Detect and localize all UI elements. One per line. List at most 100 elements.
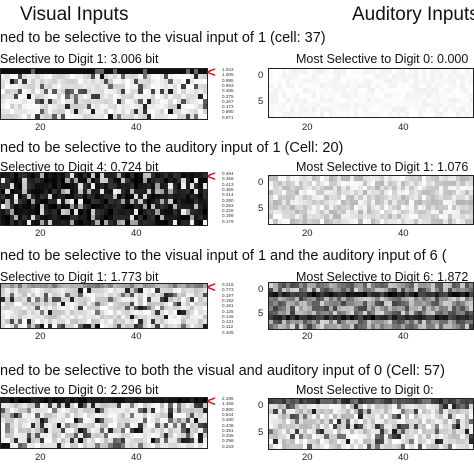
heatmap-cell — [82, 188, 87, 194]
heatmap-cell — [1, 79, 6, 84]
heatmap-cell — [189, 84, 195, 89]
heatmap-cell — [73, 188, 79, 194]
heatmap-cell — [447, 429, 452, 434]
heatmap-cell — [189, 403, 195, 408]
heatmap-cell — [13, 173, 19, 179]
heatmap-cell — [26, 204, 32, 210]
heatmap-cell — [447, 204, 452, 210]
heatmap-cell — [82, 319, 87, 324]
heatmap-cell — [31, 408, 36, 413]
heatmap-cell — [358, 310, 363, 316]
heatmap-cell — [159, 209, 165, 215]
heatmap-cell — [198, 104, 203, 109]
heatmap-cell — [443, 292, 448, 297]
heatmap-cell — [138, 292, 143, 298]
heatmap-cell — [468, 296, 473, 302]
heatmap-cell — [294, 404, 299, 409]
heatmap-cell — [392, 190, 397, 196]
heatmap-cell — [303, 112, 308, 117]
heatmap-cell — [413, 78, 418, 84]
heatmap-cell — [86, 314, 92, 320]
heatmap-cell — [202, 193, 207, 199]
heatmap-cell — [281, 296, 286, 302]
heatmap-cell — [443, 83, 448, 89]
heatmap-cell — [151, 284, 156, 289]
heatmap-cell — [460, 195, 465, 200]
heatmap-cell — [324, 310, 329, 316]
heatmap-cell — [430, 209, 435, 215]
heatmap-cell — [185, 178, 190, 184]
heatmap-cell — [413, 404, 418, 409]
heatmap-cell — [48, 99, 53, 104]
heatmap-cell — [65, 314, 70, 320]
heatmap-cell — [172, 219, 177, 225]
heatmap-cell — [290, 204, 295, 210]
heatmap-cell — [56, 198, 62, 205]
heatmap-cell — [138, 204, 143, 210]
heatmap-cell — [396, 69, 401, 74]
heatmap-cell — [443, 424, 448, 429]
heatmap-cell — [125, 323, 130, 328]
heatmap-cell — [116, 297, 122, 302]
heatmap-cell — [129, 193, 135, 199]
heatmap-cell — [307, 315, 312, 320]
heatmap-cell — [146, 109, 152, 114]
heatmap-cell — [56, 193, 62, 199]
heatmap-cell — [176, 301, 182, 306]
heatmap-cell — [269, 414, 274, 419]
heatmap-cell — [269, 301, 274, 306]
heatmap-cell — [426, 296, 431, 302]
heatmap-cell — [13, 428, 19, 433]
heatmap-cell — [426, 93, 431, 98]
heatmap-cell — [112, 89, 117, 94]
heatmap-cell — [48, 89, 53, 94]
heatmap-cell — [269, 283, 274, 288]
heatmap-cell — [112, 319, 117, 324]
heatmap-cell — [56, 306, 62, 311]
heatmap-cell — [392, 434, 397, 439]
heatmap-cell — [273, 190, 278, 196]
x-tick-label: 20 — [35, 228, 46, 239]
heatmap-cell — [439, 219, 444, 224]
heatmap-cell — [468, 399, 473, 404]
heatmap-cell — [298, 324, 303, 329]
heatmap-cell — [375, 214, 380, 220]
heatmap-cell — [91, 314, 96, 320]
heatmap-cell — [341, 209, 346, 215]
heatmap-cell — [405, 434, 410, 439]
heatmap-cell — [108, 428, 113, 433]
heatmap-cell — [328, 444, 333, 449]
heatmap-cell — [392, 444, 397, 449]
heatmap-cell — [146, 99, 152, 104]
heatmap-cell — [307, 180, 312, 186]
heatmap-cell — [73, 323, 79, 328]
heatmap-cell — [155, 398, 160, 403]
heatmap-cell — [324, 434, 329, 439]
y-tick-label: 0 — [258, 284, 264, 295]
heatmap-cell — [138, 438, 143, 443]
heatmap-cell — [286, 176, 291, 181]
heatmap-cell — [307, 283, 312, 288]
heatmap-cell — [337, 296, 342, 302]
heatmap-cell — [116, 89, 122, 94]
heatmap-cell — [116, 284, 122, 289]
heatmap-cell — [194, 188, 199, 194]
heatmap-cell — [159, 214, 165, 220]
heatmap-cell — [1, 319, 6, 324]
heatmap-cell — [82, 94, 87, 99]
heatmap-cell — [138, 178, 143, 184]
heatmap-cell — [86, 104, 92, 109]
heatmap-cell — [129, 433, 135, 438]
heatmap-cell — [73, 408, 79, 413]
heatmap-cell — [324, 404, 329, 409]
heatmap-cell — [277, 444, 282, 449]
heatmap-cell — [18, 301, 23, 306]
heatmap-cell — [430, 88, 435, 93]
heatmap-cell — [371, 190, 376, 196]
heatmap-cell — [439, 204, 444, 210]
heatmap-cell — [108, 94, 113, 99]
heatmap-cell — [311, 315, 316, 320]
heatmap-cell — [341, 319, 346, 325]
heatmap-cell — [202, 198, 207, 205]
heatmap-cell — [155, 198, 160, 205]
